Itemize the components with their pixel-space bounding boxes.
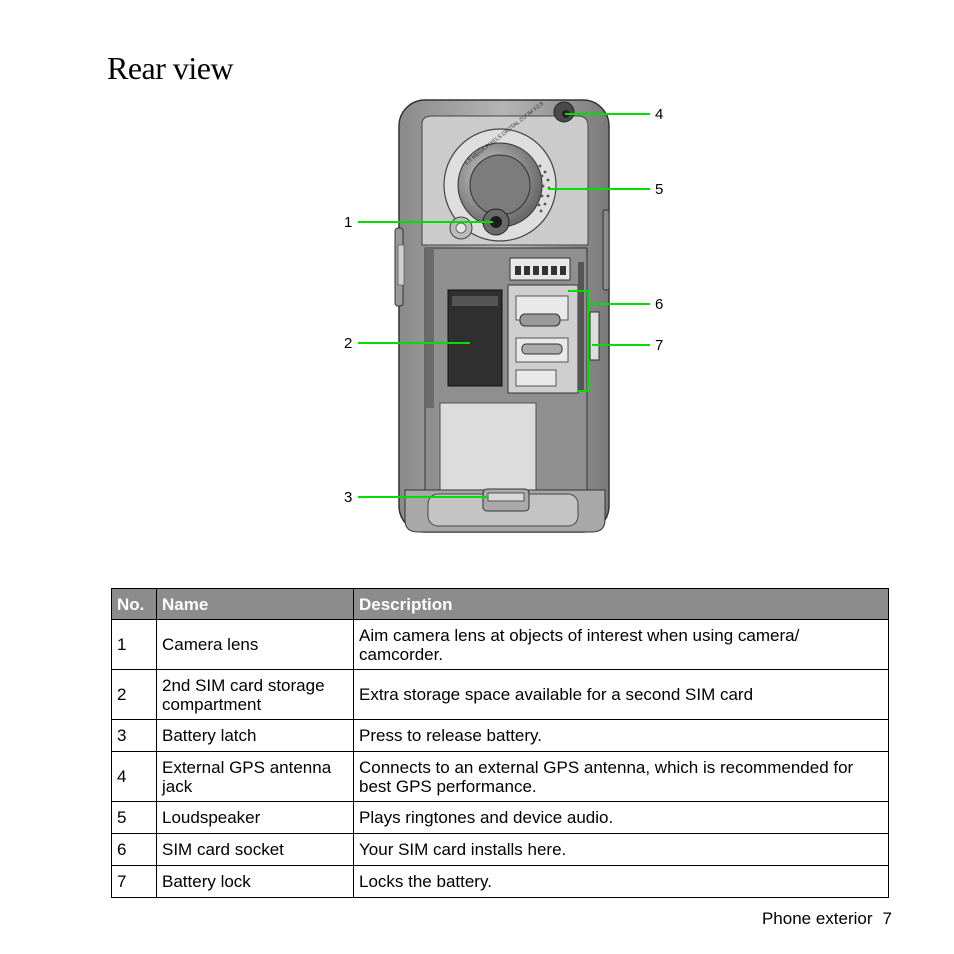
row-no: 3 xyxy=(111,719,157,752)
row-description: Plays ringtones and device audio. xyxy=(353,801,889,834)
row-description: Connects to an external GPS antenna, whi… xyxy=(353,751,889,802)
table-row: 4 External GPS antenna jack Connects to … xyxy=(111,751,889,802)
callout-lines xyxy=(358,113,650,498)
row-name: SIM card socket xyxy=(156,833,354,866)
row-description: Aim camera lens at objects of interest w… xyxy=(353,619,889,670)
sim-card-socket xyxy=(507,284,579,394)
row-description: Locks the battery. xyxy=(353,865,889,898)
table-row: 5 Loudspeaker Plays ringtones and device… xyxy=(111,801,889,834)
row-no: 6 xyxy=(111,833,157,866)
table-row: 1 Camera lens Aim camera lens at objects… xyxy=(111,619,889,670)
phone-rear-illustration: 1.3 MEGA PIXELS DIGITAL ZOOM F2.8 xyxy=(344,99,663,533)
footer-section: Phone exterior xyxy=(761,909,873,928)
row-no: 5 xyxy=(111,801,157,834)
component-table: No. Name Description 1 Camera lens Aim c… xyxy=(111,588,889,898)
row-name: Loudspeaker xyxy=(156,801,354,834)
page-footer: Phone exterior 7 xyxy=(762,909,892,929)
callout-4: 4 xyxy=(655,106,663,123)
page-title: Rear view xyxy=(107,50,234,86)
camera-module xyxy=(443,128,557,242)
battery-lock xyxy=(589,311,600,361)
row-name: 2nd SIM card storage compartment xyxy=(156,669,354,720)
row-no: 1 xyxy=(111,619,157,670)
callout-3: 3 xyxy=(344,489,352,506)
callout-7: 7 xyxy=(655,337,663,354)
header-description: Description xyxy=(353,588,889,620)
row-name: Battery latch xyxy=(156,719,354,752)
row-description: Press to release battery. xyxy=(353,719,889,752)
callout-1: 1 xyxy=(344,214,352,231)
header-no: No. xyxy=(111,588,157,620)
battery-compartment xyxy=(424,247,600,507)
row-name: Battery lock xyxy=(156,865,354,898)
row-no: 4 xyxy=(111,751,157,802)
battery-latch xyxy=(482,488,530,512)
row-no: 2 xyxy=(111,669,157,720)
row-name: Camera lens xyxy=(156,619,354,670)
footer-page-number: 7 xyxy=(882,909,892,928)
callout-2: 2 xyxy=(344,335,352,352)
callout-6: 6 xyxy=(655,296,663,313)
row-no: 7 xyxy=(111,865,157,898)
table-row: 2 2nd SIM card storage compartment Extra… xyxy=(111,669,889,720)
table-row: 3 Battery latch Press to release battery… xyxy=(111,719,889,752)
table-row: 6 SIM card socket Your SIM card installs… xyxy=(111,833,889,866)
row-description: Your SIM card installs here. xyxy=(353,833,889,866)
header-name: Name xyxy=(156,588,354,620)
gps-antenna-jack xyxy=(553,101,575,123)
table-header-row: No. Name Description xyxy=(111,588,889,620)
table-row: 7 Battery lock Locks the battery. xyxy=(111,865,889,898)
row-name: External GPS antenna jack xyxy=(156,751,354,802)
row-description: Extra storage space available for a seco… xyxy=(353,669,889,720)
callout-5: 5 xyxy=(655,181,663,198)
